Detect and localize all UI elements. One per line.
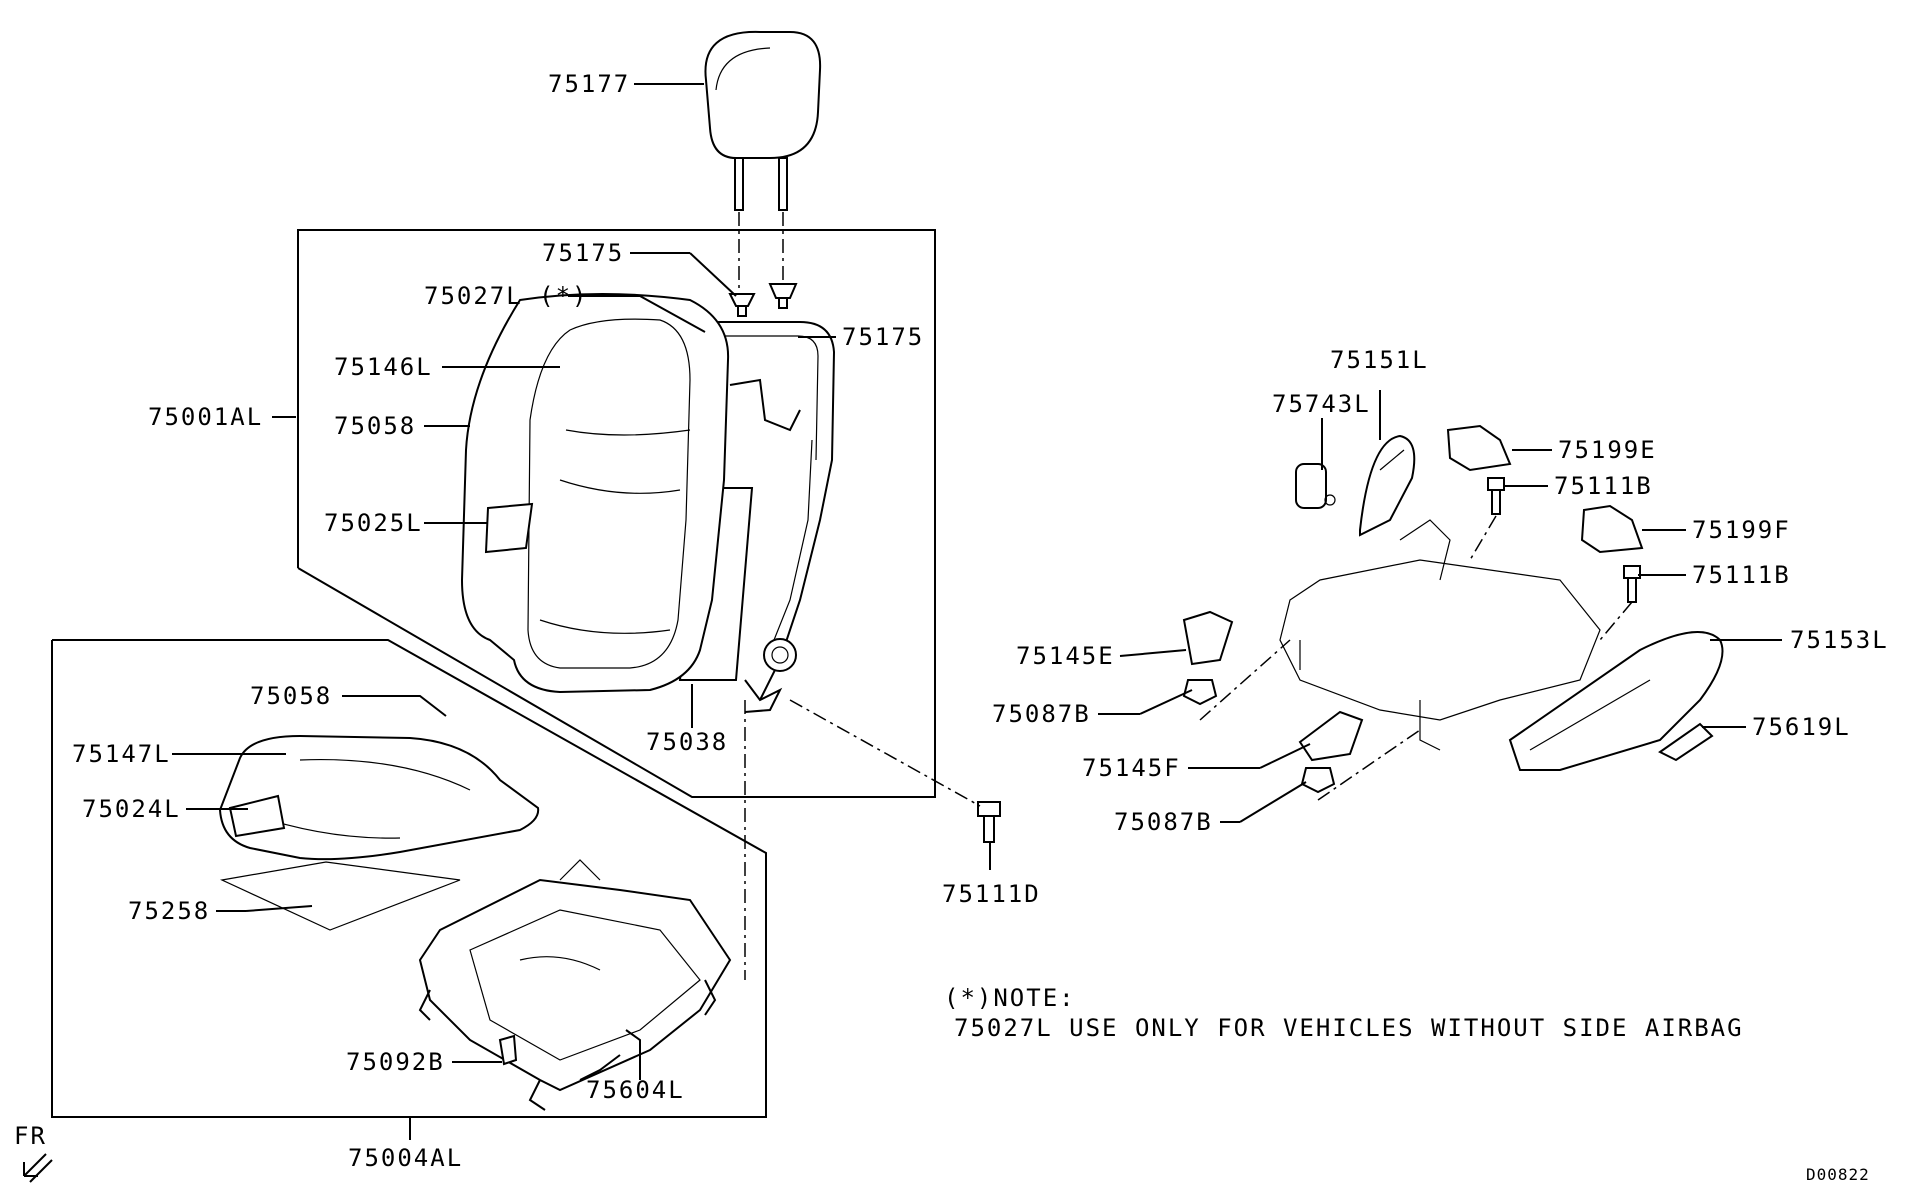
guide-75175-right (768, 283, 798, 309)
headrest-drawing (704, 30, 822, 211)
label-75087B-b: 75087B (1114, 808, 1213, 836)
note-text: 75027L USE ONLY FOR VEHICLES WITHOUT SID… (954, 1014, 1744, 1042)
bolt-75111D (977, 801, 1001, 843)
label-75111D: 75111D (942, 880, 1041, 908)
label-75199E: 75199E (1558, 436, 1657, 464)
label-75177: 75177 (548, 70, 630, 98)
label-75175-b: 75175 (842, 323, 924, 351)
label-75175-a: 75175 (542, 239, 624, 267)
cushion-drawing (218, 734, 732, 1111)
cap-75145E (1182, 610, 1234, 666)
note-heading: (*)NOTE: (944, 984, 1076, 1012)
label-75087B-a: 75087B (992, 700, 1091, 728)
label-75058-a: 75058 (334, 412, 416, 440)
label-75743L: 75743L (1272, 390, 1371, 418)
label-75038: 75038 (646, 728, 728, 756)
guide-75175-left (728, 293, 756, 317)
cap-75145F (1298, 710, 1364, 762)
label-75004AL: 75004AL (348, 1144, 463, 1172)
nut-75087B-b (1300, 767, 1336, 794)
assembly-lines (738, 212, 1633, 980)
seatback-drawing (460, 293, 836, 713)
front-arrow-icon (23, 1153, 53, 1183)
label-75146L: 75146L (334, 353, 433, 381)
label-75024L: 75024L (82, 795, 181, 823)
drawing-code: D00822 (1806, 1165, 1870, 1184)
label-75258: 75258 (128, 897, 210, 925)
label-75058-b: 75058 (250, 682, 332, 710)
screw-75111B-b (1623, 565, 1641, 603)
label-75092B: 75092B (346, 1048, 445, 1076)
label-75604L: 75604L (586, 1076, 685, 1104)
cover-75199E (1446, 424, 1512, 472)
label-75111B-a: 75111B (1554, 472, 1653, 500)
bracket-75151L (1359, 434, 1416, 537)
label-75147L: 75147L (72, 740, 171, 768)
label-75027L: 75027L (*) (424, 282, 589, 310)
seatback-group-frame (297, 229, 936, 798)
orientation-label: FR (14, 1122, 47, 1150)
label-75145E: 75145E (1016, 642, 1115, 670)
cover-75199F (1580, 504, 1644, 554)
buckle-75743L (1295, 463, 1336, 509)
label-75025L: 75025L (324, 509, 423, 537)
label-75151L: 75151L (1330, 346, 1429, 374)
slide-rail-assembly (1279, 519, 1601, 751)
label-75145F: 75145F (1082, 754, 1181, 782)
label-75619L: 75619L (1752, 713, 1851, 741)
leader-lines (172, 83, 1782, 1140)
cushion-group-frame (51, 639, 767, 1118)
lever-75619L (1658, 722, 1714, 762)
label-75001AL: 75001AL (148, 403, 263, 431)
label-75153L: 75153L (1790, 626, 1889, 654)
screw-75111B-a (1487, 477, 1505, 515)
label-75199F: 75199F (1692, 516, 1791, 544)
label-75111B-b: 75111B (1692, 561, 1791, 589)
